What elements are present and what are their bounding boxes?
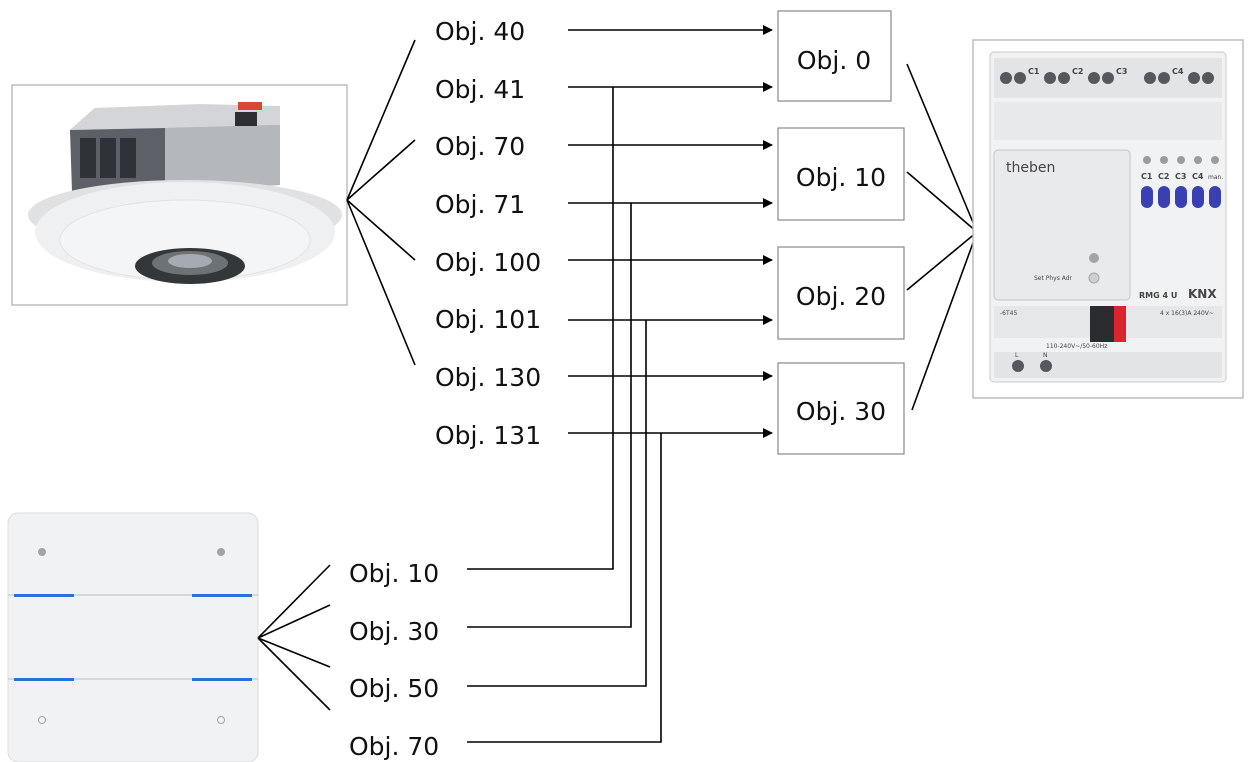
sensor-to-actuator-arrows [568,25,773,438]
switch-actuator-image: C1 C2 C3 C4 theben Set Phys Adr C1 C2 C3… [972,39,1244,399]
top-terminals: C1 C2 C3 C4 [994,58,1222,98]
prog-button-label: Set Phys Adr [1034,275,1073,282]
actuator-obj-10-label: Obj. 10 [796,163,886,192]
model-label: RMG 4 U [1139,291,1177,300]
terminal-c3: C3 [1116,67,1127,76]
pushbutton-obj-50: Obj. 50 [349,674,439,703]
actuator-obj-0-box: Obj. 0 [777,10,892,102]
pushbutton-obj-30: Obj. 30 [349,617,439,646]
push-button-image [7,512,259,762]
sensor-obj-71: Obj. 71 [435,190,525,219]
terminal-n: N [1043,352,1048,359]
channel-c1-label: C1 [1141,172,1153,181]
channel-panel: C1 C2 C3 C4 man. [1141,156,1223,208]
detector-connector-lines [346,39,416,366]
sensor-obj-40: Obj. 40 [435,17,525,46]
sensor-object-labels: Obj. 40 Obj. 41 Obj. 70 Obj. 71 Obj. 100… [435,17,541,450]
actuator-object-boxes: Obj. 0 Obj. 10 Obj. 20 Obj. 30 [777,10,905,455]
brand-logo: theben [1006,160,1055,176]
terminal-c1: C1 [1028,67,1040,76]
sensor-obj-41: Obj. 41 [435,75,525,104]
presence-detector-image [11,84,348,306]
terminal-c4: C4 [1172,67,1184,76]
actuator-connector-lines [906,63,978,411]
channel-c4-label: C4 [1192,172,1204,181]
pushbutton-connector-lines [257,564,331,711]
knx-logo: KNX [1188,287,1217,301]
part-code-label: -6T45 [1000,310,1017,317]
channel-c2-label: C2 [1158,172,1169,181]
pushbutton-obj-10: Obj. 10 [349,559,439,588]
actuator-obj-30-box: Obj. 30 [777,362,905,455]
rating-label: 4 x 16(3)A 240V~ [1160,310,1214,317]
terminal-c2: C2 [1072,67,1083,76]
sensor-obj-70: Obj. 70 [435,132,525,161]
sensor-obj-101: Obj. 101 [435,305,541,334]
pushbutton-obj-70: Obj. 70 [349,732,439,761]
actuator-obj-30-label: Obj. 30 [796,397,886,426]
terminal-l: L [1015,352,1019,359]
channel-c3-label: C3 [1175,172,1186,181]
actuator-obj-0-label: Obj. 0 [797,46,871,75]
pushbutton-object-labels: Obj. 10 Obj. 30 Obj. 50 Obj. 70 [349,559,439,761]
pushbutton-to-actuator-lines [467,87,662,743]
supply-label: 110-240V~/50-60Hz [1046,343,1107,350]
sensor-obj-131: Obj. 131 [435,421,541,450]
actuator-obj-10-box: Obj. 10 [777,127,905,221]
sensor-obj-130: Obj. 130 [435,363,541,392]
actuator-obj-20-box: Obj. 20 [777,246,905,340]
actuator-obj-20-label: Obj. 20 [796,282,886,311]
channel-manual-label: man. [1208,174,1223,181]
sensor-obj-100: Obj. 100 [435,248,541,277]
